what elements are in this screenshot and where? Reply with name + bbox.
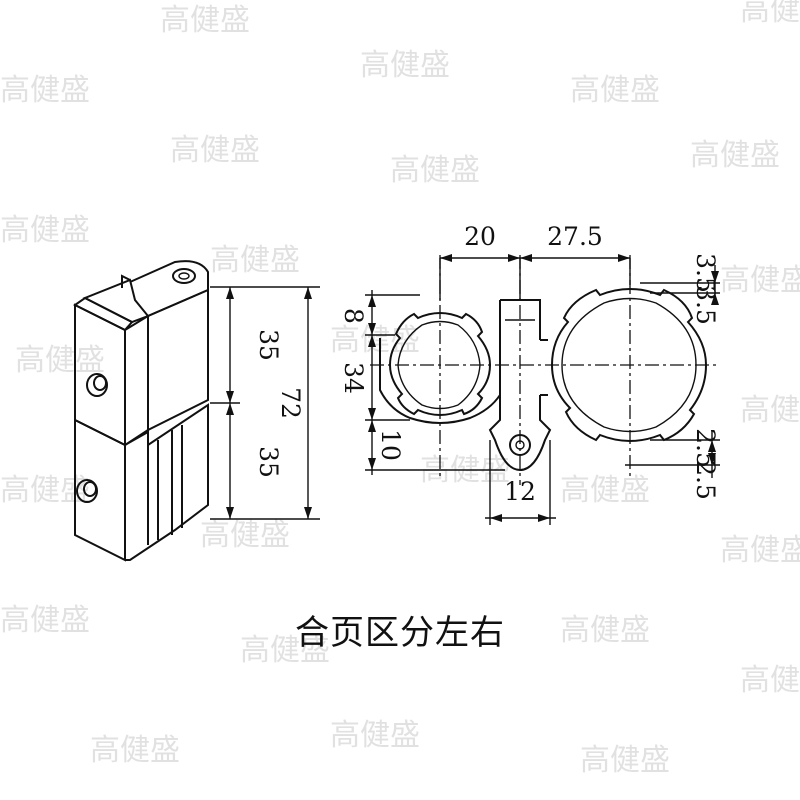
watermark-text: 高健盛 — [210, 243, 300, 278]
watermark-text: 高健盛 — [0, 603, 90, 638]
dim-left-lower: 35 — [254, 446, 283, 478]
watermark-text: 高健盛 — [0, 73, 90, 108]
dim-total-height: 72 — [276, 387, 305, 419]
dim-tube-height: 34 — [339, 362, 368, 394]
dim-lobe-top: 3.5 — [691, 253, 720, 293]
dim-lobe-bottom: 2.5 — [691, 428, 720, 468]
watermark-text: 高健盛 — [360, 48, 450, 83]
dim-lobe-bottom-inner: 2.5 — [691, 460, 720, 500]
dim-tube-top-offset: 8 — [339, 308, 368, 324]
hinge-section-view: 20 27.5 8 34 10 12 3.5 3.5 — [339, 222, 720, 525]
watermark-text: 高健盛 — [390, 153, 480, 188]
watermark-text: 高健盛 — [240, 633, 330, 668]
watermark-text: 高健盛 — [200, 518, 290, 553]
pin-hole-top-icon — [172, 268, 196, 284]
watermark-text: 高健盛 — [330, 718, 420, 753]
pin-hole-section-icon — [509, 434, 531, 456]
dim-tube-bottom-offset: 10 — [376, 429, 405, 461]
watermark-text: 高健盛 — [15, 343, 105, 378]
watermark-text: 高健盛 — [330, 323, 420, 358]
watermark-text: 高健盛 — [560, 473, 650, 508]
watermark-text: 高健盛 — [690, 138, 780, 173]
watermark-text: 高健盛 — [0, 213, 90, 248]
watermark-text: 高健盛 — [740, 393, 800, 428]
watermark-text: 高健盛 — [160, 3, 250, 38]
figure-caption: 合页区分左右 — [295, 613, 505, 653]
screw-lower-icon — [76, 479, 98, 503]
watermark-text: 高健盛 — [170, 133, 260, 168]
dim-spacing-left: 20 — [464, 222, 496, 251]
dim-pin-width: 12 — [504, 477, 536, 506]
watermark-text: 高健盛 — [720, 263, 800, 298]
watermark-text: 高健盛 — [720, 533, 800, 568]
dim-left-upper: 35 — [254, 329, 283, 361]
watermark-text: 高健盛 — [740, 0, 800, 28]
watermark-text: 高健盛 — [580, 743, 670, 778]
watermark-text: 高健盛 — [90, 733, 180, 768]
watermark-text: 高健盛 — [560, 613, 650, 648]
hinge-isometric-view: 35 35 72 — [73, 260, 320, 562]
watermark-text: 高健盛 — [740, 663, 800, 698]
screw-upper-icon — [86, 373, 108, 397]
dim-spacing-right: 27.5 — [547, 222, 603, 251]
watermark-text: 高健盛 — [570, 73, 660, 108]
watermark-layer: 高健盛 高健盛 高健盛 高健盛 高健盛 高健盛 高健盛 高健盛 高健盛 高健盛 … — [0, 0, 800, 778]
dim-lobe-top-inner: 3.5 — [691, 285, 720, 325]
